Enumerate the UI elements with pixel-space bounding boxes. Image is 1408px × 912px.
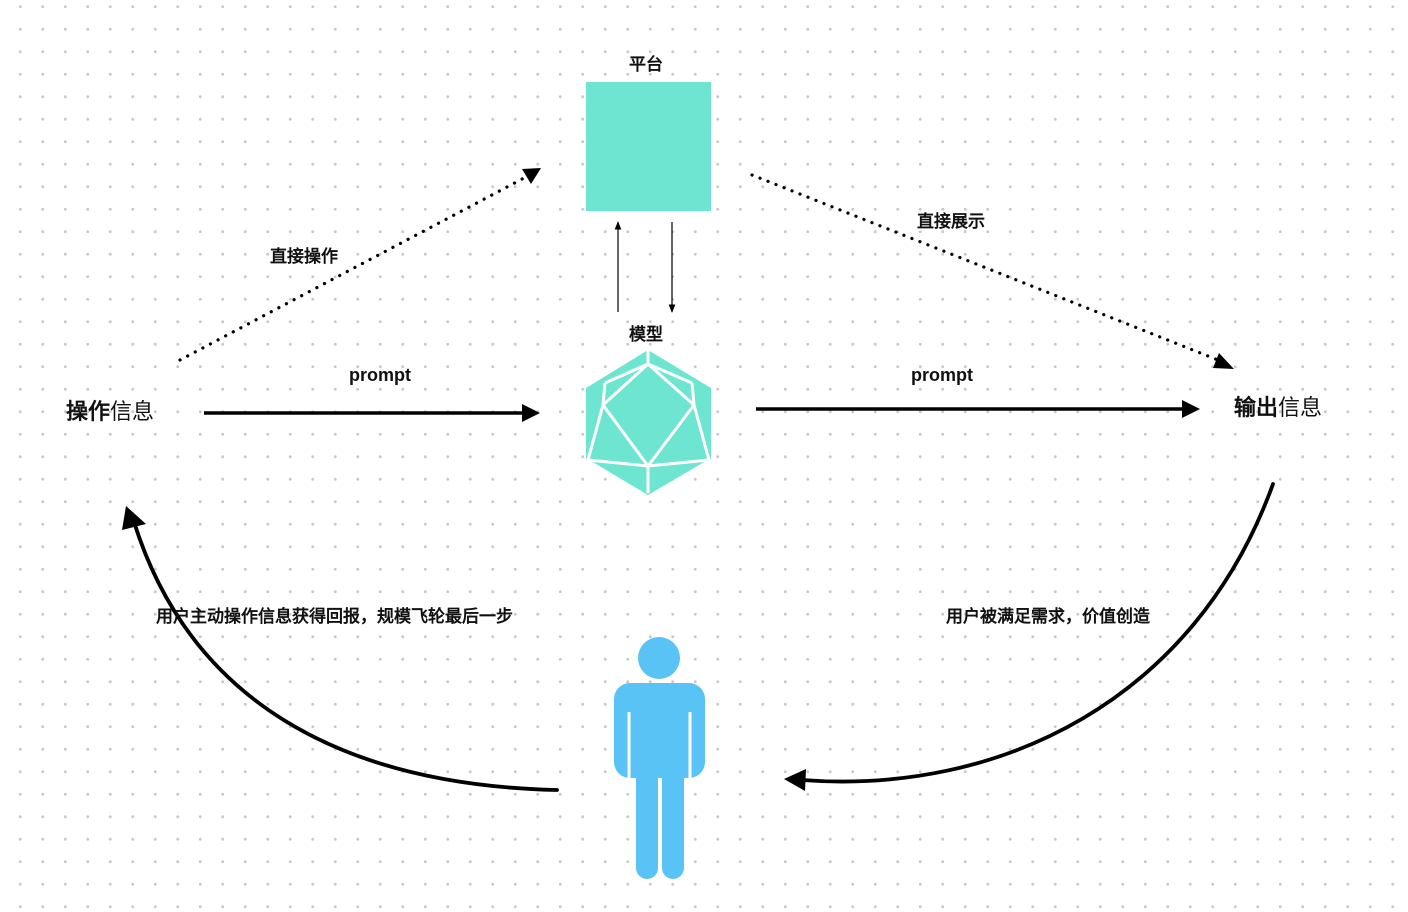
user-person-details [627,712,692,870]
prompt-in-label: prompt [349,365,411,385]
user-value-curve [800,482,1275,784]
direct-operate-arrowhead [522,168,541,184]
output-info-label-light: 信息 [1278,396,1323,421]
operate-info-label-light: 信息 [110,400,155,425]
model-label: 模型 [629,325,663,345]
user-feedback-label: 用户主动操作信息获得回报，规模飞轮最后一步 [156,607,513,627]
model-icon [586,350,711,495]
direct-operate-line [178,176,526,362]
prompt-in-arrowhead [522,404,540,422]
user-feedback-curve [132,520,559,792]
prompt-out-label: prompt [911,365,973,385]
user-feedback-arrowhead [122,506,146,530]
direct-operate-label: 直接操作 [270,247,338,267]
platform-box [586,82,711,211]
user-value-label: 用户被满足需求，价值创造 [946,607,1150,627]
user-person-icon [614,637,705,879]
direct-display-arrowhead [1213,353,1234,369]
output-info-label: 输出信息 [1234,396,1322,422]
direct-display-label: 直接展示 [917,212,985,232]
operate-info-label-strong: 操作 [66,400,111,425]
prompt-out-arrowhead [1182,400,1200,418]
operate-info-label: 操作信息 [66,400,154,426]
user-value-arrowhead [784,769,806,791]
platform-label: 平台 [629,55,663,75]
direct-display-line [750,173,1220,362]
output-info-label-strong: 输出 [1234,396,1279,421]
